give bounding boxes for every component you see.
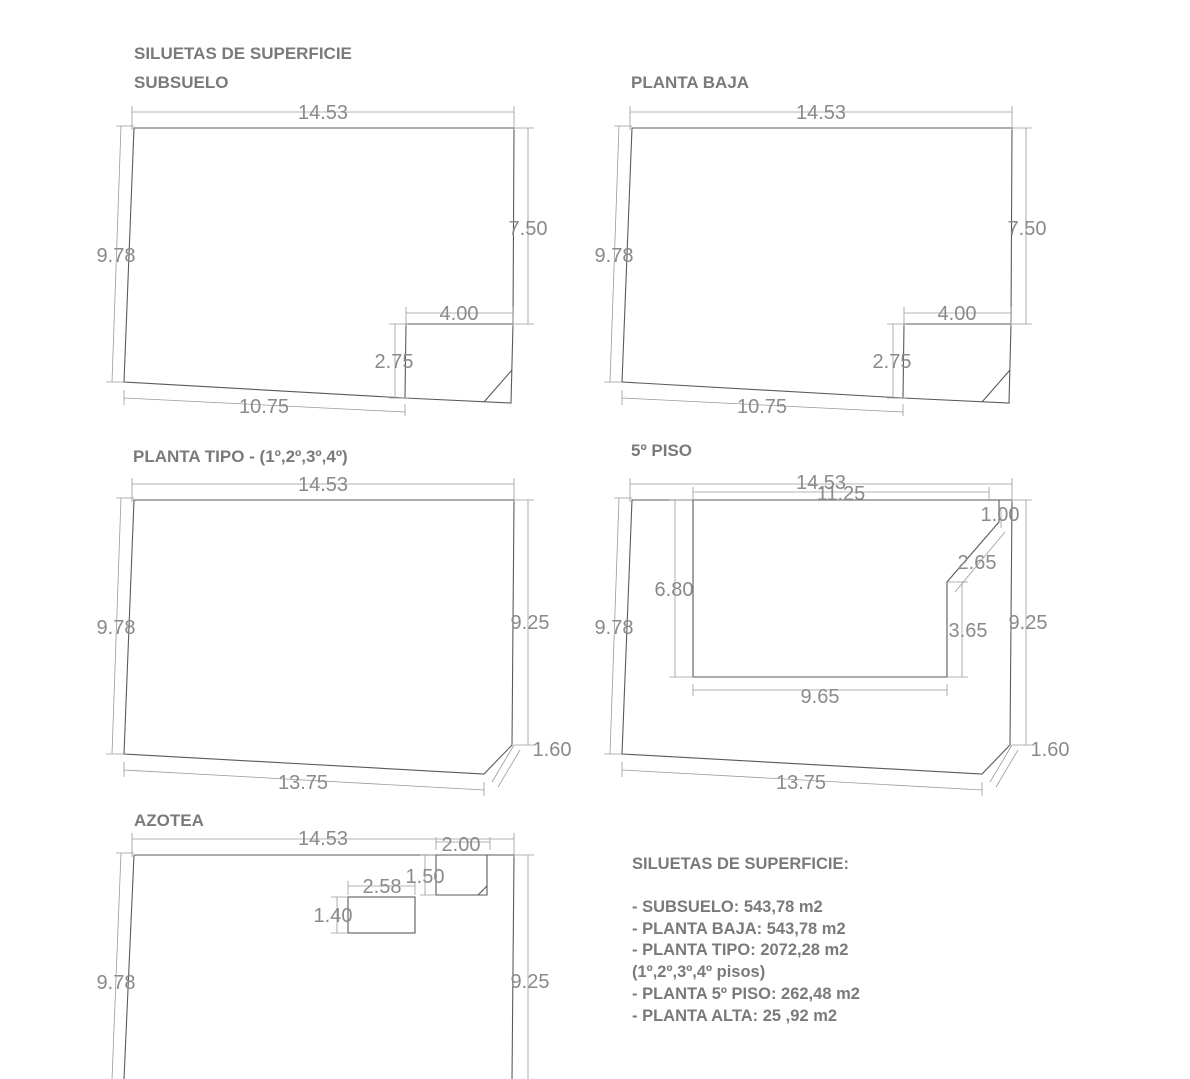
summary-line: - PLANTA ALTA: 25 ,92 m2: [632, 1007, 837, 1025]
subsuelo-heading: SUBSUELO: [134, 73, 228, 92]
planta-baja-dim-notch-h: 2.75: [873, 351, 912, 373]
summary-line: - PLANTA 5º PISO: 262,48 m2: [632, 985, 860, 1003]
quinto-piso-dim-inner-bottom: 9.65: [801, 686, 840, 708]
planta-tipo-plan: 14.53 9.78 9.25 1.60 13.75: [97, 474, 572, 796]
quinto-piso-inner-outline: [692, 500, 1000, 678]
planta-tipo-dim-left: 9.78: [97, 617, 136, 639]
subsuelo-plan: 14.53 9.78 7.50 4.00 2.75 10.75: [97, 102, 548, 418]
planta-baja-heading: PLANTA BAJA: [631, 73, 749, 92]
azotea-dim-box-b-h: 1.40: [314, 905, 353, 927]
planta-tipo-outline: [123, 499, 515, 775]
planta-baja-dim-lines: [604, 106, 1032, 416]
planta-tipo-dim-chamfer: 1.60: [533, 739, 572, 761]
quinto-piso-dim-diag: 2.65: [958, 552, 997, 574]
quinto-piso-dim-inner-right: 3.65: [949, 620, 988, 642]
summary-title: SILUETAS DE SUPERFICIE:: [632, 855, 849, 873]
azotea-dim-box-a-w: 2.00: [442, 834, 481, 856]
quinto-piso-dim-right: 9.25: [1009, 612, 1048, 634]
planta-baja-plan: 14.53 9.78 7.50 4.00 2.75 10.75: [595, 102, 1047, 418]
planta-tipo-dim-bottom: 13.75: [278, 772, 328, 794]
planta-baja-dim-bottom: 10.75: [737, 396, 787, 418]
azotea-plan: 14.53 2.00 1.50 2.58 1.40 9.78 9.25: [97, 828, 550, 1079]
planta-baja-dim-top: 14.53: [796, 102, 846, 124]
azotea-dim-lines: [111, 833, 534, 1079]
azotea-dim-right: 9.25: [511, 971, 550, 993]
quinto-piso-dim-chamfer: 1.60: [1031, 739, 1070, 761]
azotea-dim-box-a-h: 1.50: [406, 866, 445, 888]
summary-line: - PLANTA TIPO: 2072,28 m2: [632, 941, 848, 959]
quinto-piso-dim-bottom: 13.75: [776, 772, 826, 794]
subsuelo-dim-notch-w: 4.00: [440, 303, 479, 325]
azotea-outline: [123, 854, 515, 1079]
azotea-box-a: [435, 855, 488, 896]
summary-block: SILUETAS DE SUPERFICIE: - SUBSUELO: 543,…: [632, 855, 860, 1025]
subsuelo-dim-left: 9.78: [97, 245, 136, 267]
subsuelo-dim-lines: [106, 106, 534, 416]
summary-line: - PLANTA BAJA: 543,78 m2: [632, 920, 846, 938]
planta-baja-corner-chamfer: [981, 369, 1011, 403]
quinto-piso-dim-inner-left: 6.80: [655, 579, 694, 601]
subsuelo-outline: [123, 127, 515, 404]
quinto-piso-dim-inner-top: 11.25: [817, 483, 866, 505]
planta-baja-outline: [621, 127, 1013, 404]
summary-line: (1º,2º,3º,4º pisos): [632, 963, 765, 981]
azotea-heading: AZOTEA: [134, 811, 204, 830]
planta-tipo-heading: PLANTA TIPO - (1º,2º,3º,4º): [133, 447, 348, 466]
azotea-box-a-chamfer: [477, 885, 488, 896]
azotea-dim-left: 9.78: [97, 972, 136, 994]
quinto-piso-plan: 14.53 11.25 1.00 2.65 6.80 9.78 3.65 9.2…: [595, 472, 1070, 796]
quinto-piso-heading: 5º PISO: [631, 441, 692, 460]
summary-line: - SUBSUELO: 543,78 m2: [632, 898, 823, 916]
subsuelo-dim-right: 7.50: [509, 218, 548, 240]
quinto-piso-dim-lines: [604, 478, 1032, 796]
planta-tipo-dim-right: 9.25: [511, 612, 550, 634]
planta-tipo-dim-lines: [106, 478, 534, 796]
azotea-box-b: [347, 896, 416, 934]
subsuelo-corner-chamfer: [483, 369, 513, 403]
planta-tipo-dim-top: 14.53: [298, 474, 348, 496]
azotea-dim-box-b-w: 2.58: [363, 876, 402, 898]
subsuelo-dim-top: 14.53: [298, 102, 348, 124]
main-title: SILUETAS DE SUPERFICIE: [134, 44, 352, 63]
quinto-piso-dim-corner: 1.00: [981, 504, 1020, 526]
subsuelo-dim-bottom: 10.75: [239, 396, 289, 418]
quinto-piso-outline: [621, 499, 1013, 775]
planta-baja-dim-right: 7.50: [1008, 218, 1047, 240]
azotea-dim-top: 14.53: [298, 828, 348, 850]
quinto-piso-dim-top: 14.53: [796, 472, 846, 494]
subsuelo-dim-notch-h: 2.75: [375, 351, 414, 373]
planta-baja-dim-left: 9.78: [595, 245, 634, 267]
planta-baja-dim-notch-w: 4.00: [938, 303, 977, 325]
quinto-piso-dim-left: 9.78: [595, 617, 634, 639]
